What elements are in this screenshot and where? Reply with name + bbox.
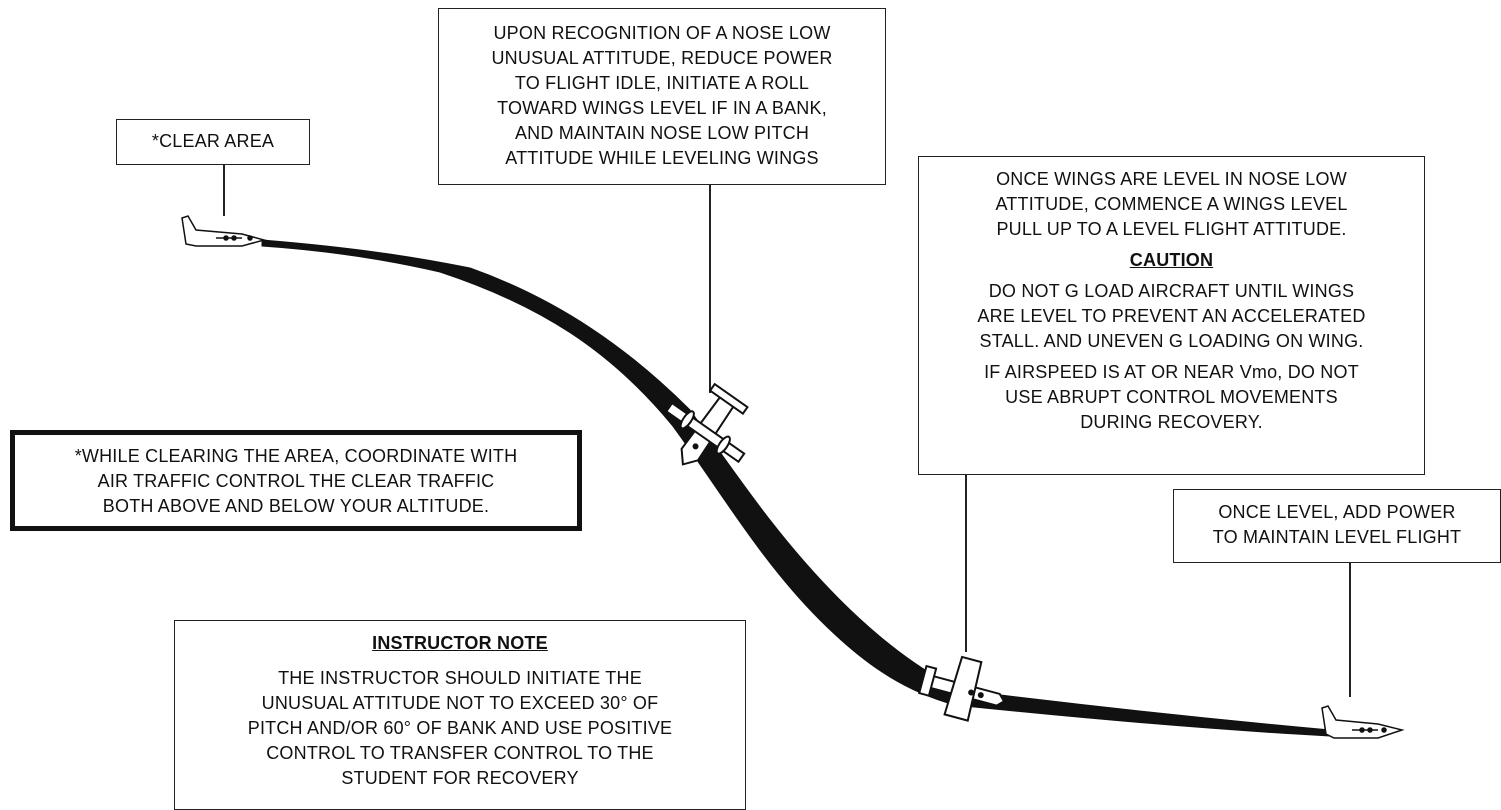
instructor-note: INSTRUCTOR NOTE THE INSTRUCTOR SHOULD IN…	[174, 620, 746, 810]
callout-line: ATTITUDE WHILE LEVELING WINGS	[505, 148, 819, 168]
callout-line: AIR TRAFFIC CONTROL THE CLEAR TRAFFIC	[97, 471, 495, 491]
aircraft-level-icon	[181, 215, 267, 247]
instructor-note-heading: INSTRUCTOR NOTE	[372, 633, 548, 653]
nose-low-recognition-callout: UPON RECOGNITION OF A NOSE LOW UNUSUAL A…	[438, 8, 886, 185]
caution-g-load: DO NOT G LOAD AIRCRAFT UNTIL WINGS ARE L…	[919, 279, 1424, 354]
callout-line: USE ABRUPT CONTROL MOVEMENTS	[1005, 387, 1338, 407]
callout-line: PITCH AND/OR 60° OF BANK AND USE POSITIV…	[247, 718, 673, 738]
aircraft-banked-icon	[664, 382, 749, 466]
callout-line: ONCE WINGS ARE LEVEL IN NOSE LOW	[996, 169, 1347, 189]
callout-line: UNUSUAL ATTITUDE NOT TO EXCEED 30° OF	[261, 693, 659, 713]
wings-level-pullup-callout: ONCE WINGS ARE LEVEL IN NOSE LOW ATTITUD…	[918, 156, 1425, 475]
callout-line: THE INSTRUCTOR SHOULD INITIATE THE	[278, 668, 642, 688]
once-level-callout: ONCE LEVEL, ADD POWER TO MAINTAIN LEVEL …	[1173, 489, 1501, 563]
callout-line: STUDENT FOR RECOVERY	[341, 768, 579, 788]
callout-line: TO FLIGHT IDLE, INITIATE A ROLL	[514, 73, 810, 93]
callout-line: DURING RECOVERY.	[1080, 412, 1263, 432]
callout-line: UPON RECOGNITION OF A NOSE LOW	[493, 23, 831, 43]
instructor-note-body: THE INSTRUCTOR SHOULD INITIATE THE UNUSU…	[175, 666, 745, 791]
callout-line: IF AIRSPEED IS AT OR NEAR Vmo, DO NOT	[984, 362, 1359, 382]
callout-line: AND MAINTAIN NOSE LOW PITCH	[514, 123, 810, 143]
pullup-instructions: ONCE WINGS ARE LEVEL IN NOSE LOW ATTITUD…	[919, 167, 1424, 242]
caution-airspeed: IF AIRSPEED IS AT OR NEAR Vmo, DO NOT US…	[919, 360, 1424, 435]
caution-heading: CAUTION	[1129, 250, 1214, 270]
callout-line: STALL. AND UNEVEN G LOADING ON WING.	[979, 331, 1364, 351]
callout-line: *WHILE CLEARING THE AREA, COORDINATE WIT…	[74, 446, 518, 466]
aircraft-pullup-icon	[917, 655, 1006, 722]
callout-line: CONTROL TO TRANSFER CONTROL TO THE	[266, 743, 654, 763]
clear-area-text: *CLEAR AREA	[151, 131, 275, 151]
callout-line: BOTH ABOVE AND BELOW YOUR ALTITUDE.	[102, 496, 490, 516]
callout-line: UNUSUAL ATTITUDE, REDUCE POWER	[491, 48, 833, 68]
while-clearing-note: *WHILE CLEARING THE AREA, COORDINATE WIT…	[10, 430, 582, 531]
callout-line: ARE LEVEL TO PREVENT AN ACCELERATED	[977, 306, 1366, 326]
callout-line: TO MAINTAIN LEVEL FLIGHT	[1212, 527, 1462, 547]
callout-line: TOWARD WINGS LEVEL IF IN A BANK,	[497, 98, 827, 118]
callout-line: DO NOT G LOAD AIRCRAFT UNTIL WINGS	[988, 281, 1355, 301]
aircraft-level-icon	[1321, 705, 1405, 739]
callout-line: ATTITUDE, COMMENCE A WINGS LEVEL	[995, 194, 1348, 214]
clear-area-callout: *CLEAR AREA	[116, 119, 310, 165]
callout-line: PULL UP TO A LEVEL FLIGHT ATTITUDE.	[996, 219, 1347, 239]
callout-line: ONCE LEVEL, ADD POWER	[1218, 502, 1456, 522]
